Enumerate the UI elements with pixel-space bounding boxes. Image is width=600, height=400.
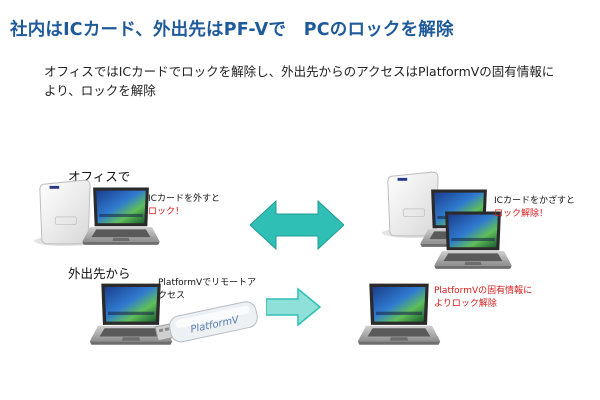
remote-note: PlatformVでリモートア クセス bbox=[158, 278, 257, 301]
page-title: 社内はICカード、外出先はPF-Vで PCのロックを解除 bbox=[10, 20, 454, 40]
usb-key-icon: PlatformV bbox=[154, 301, 258, 343]
office-result-note: ICカードをかざすと ロック解除！ bbox=[494, 196, 575, 219]
right-arrow-icon bbox=[266, 287, 322, 327]
page-subtitle: オフィスではICカードでロックを解除し、外出先からのアクセスはPlatformV… bbox=[44, 64, 555, 98]
office-note: ICカードを外すと ロック！ bbox=[148, 194, 220, 217]
double-arrow-icon bbox=[250, 199, 344, 251]
remote-result-note: PlatformVの固有情報に よりロック解除 bbox=[434, 286, 533, 309]
remote-result-laptop-icon bbox=[356, 282, 442, 348]
remote-label: 外出先から bbox=[68, 266, 131, 281]
